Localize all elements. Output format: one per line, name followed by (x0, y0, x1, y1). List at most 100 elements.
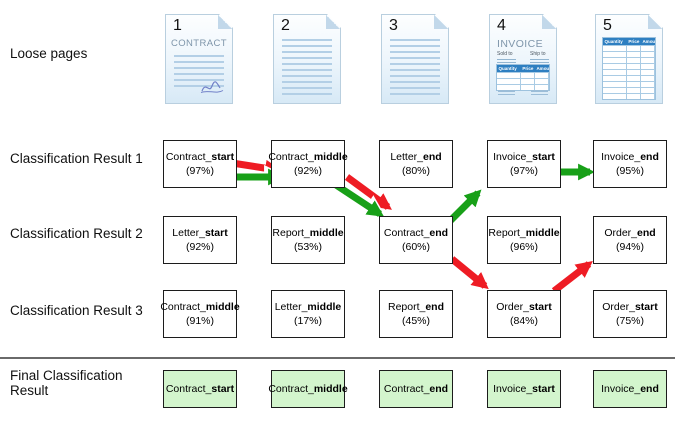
confidence: (17%) (293, 315, 322, 327)
label-suffix: end (637, 227, 656, 239)
label-suffix: start (634, 301, 658, 313)
page-fold-icon (648, 15, 662, 29)
separator-line (0, 357, 675, 359)
label-prefix: Letter_ (390, 151, 424, 163)
row-label-result-2: Classification Result 2 (10, 226, 143, 241)
label-prefix: Order_ (604, 227, 637, 239)
label-suffix: middle (313, 151, 348, 163)
ship-to-label: Ship to (530, 51, 546, 57)
amounts-table-header: Quantity Price Amount (603, 38, 655, 45)
col-amount: Amount (536, 66, 549, 71)
label-suffix: middle (205, 301, 240, 313)
result2-box-report-middle-2: Report_middle (96%) (487, 216, 561, 264)
col-quantity: Quantity (498, 66, 517, 71)
invoice-addresses: Sold to Ship to (497, 51, 549, 63)
label-suffix: end (429, 383, 449, 395)
col-amount: Amount (642, 39, 655, 44)
final-box-invoice-start: Invoice_start (487, 370, 561, 408)
label-suffix: end (640, 151, 659, 163)
confidence: (95%) (615, 165, 644, 177)
label-prefix: Report_ (488, 227, 526, 239)
label-prefix: Contract_ (160, 301, 206, 313)
label-prefix: Invoice_ (493, 151, 533, 163)
final-box-contract-end: Contract_end (379, 370, 453, 408)
label-suffix: end (429, 227, 449, 239)
page-icon-table: 5 Quantity Price Amount (595, 14, 663, 104)
sold-to-block: Sold to (497, 51, 516, 63)
page-fold-icon (434, 15, 448, 29)
confidence: (80%) (401, 165, 430, 177)
red-arrow-3-4 (449, 256, 489, 290)
result2-box-report-middle: Report_middle (53%) (271, 216, 345, 264)
final-box-contract-middle: Contract_middle (268, 370, 348, 408)
label-prefix: Contract_ (165, 383, 212, 395)
invoice-table: Quantity Price Amount (496, 64, 550, 91)
label-prefix: Invoice_ (601, 151, 641, 163)
result2-box-order-end: Order_end (94%) (593, 216, 667, 264)
page-fold-icon (542, 15, 556, 29)
page-fold-icon (218, 15, 232, 29)
row-label-final-result: Final Classification Result (10, 368, 123, 398)
final-label-line1: Final Classification (10, 368, 123, 383)
amounts-table: Quantity Price Amount (602, 37, 656, 100)
label-prefix: Contract_ (268, 151, 314, 163)
label-suffix: middle (313, 383, 348, 395)
result2-box-letter-start: Letter_start (92%) (163, 216, 237, 264)
label-suffix: start (532, 383, 555, 395)
label-prefix: Invoice_ (601, 383, 641, 395)
result3-box-report-end: Report_end (45%) (379, 290, 453, 338)
label-prefix: Order_ (496, 301, 529, 313)
col-quantity: Quantity (604, 39, 623, 44)
result3-box-letter-middle: Letter_middle (17%) (271, 290, 345, 338)
confidence: (92%) (185, 241, 214, 253)
page-icon-contract: 1 CONTRACT (165, 14, 233, 104)
invoice-title: INVOICE (497, 38, 543, 50)
label-suffix: start (532, 151, 555, 163)
label-prefix: Letter_ (274, 301, 308, 313)
confidence: (94%) (615, 241, 644, 253)
label-prefix: Contract_ (268, 383, 314, 395)
page-fold-icon (326, 15, 340, 29)
confidence: (96%) (509, 241, 538, 253)
label-suffix: start (211, 383, 235, 395)
label-prefix: Contract_ (383, 383, 430, 395)
signature-icon (199, 80, 225, 96)
confidence: (97%) (509, 165, 538, 177)
page-number: 5 (603, 17, 612, 34)
label-prefix: Invoice_ (493, 383, 533, 395)
label-suffix: end (640, 383, 659, 395)
final-label-line2: Result (10, 383, 49, 398)
page-number: 3 (389, 17, 398, 34)
confidence: (92%) (293, 165, 322, 177)
result1-box-contract-middle: Contract_middle (92%) (268, 140, 348, 188)
confidence: (91%) (185, 315, 214, 327)
label-prefix: Contract_ (165, 151, 212, 163)
label-prefix: Report_ (387, 301, 426, 313)
page-icon-invoice: 4 INVOICE Sold to Ship to Quantity Price… (489, 14, 557, 104)
confidence: (75%) (615, 315, 644, 327)
label-prefix: Contract_ (383, 227, 430, 239)
label-suffix: start (528, 301, 552, 313)
page-number: 4 (497, 17, 506, 34)
result3-box-contract-middle: Contract_middle (91%) (160, 290, 240, 338)
row-label-result-1: Classification Result 1 (10, 151, 143, 166)
confidence: (84%) (509, 315, 538, 327)
invoice-table-header: Quantity Price Amount (497, 65, 549, 72)
result1-box-contract-start: Contract_start (97%) (163, 140, 237, 188)
label-suffix: middle (309, 227, 344, 239)
label-suffix: end (425, 301, 445, 313)
confidence: (97%) (185, 165, 214, 177)
confidence: (45%) (401, 315, 430, 327)
result3-box-order-start: Order_start (84%) (487, 290, 561, 338)
label-suffix: end (423, 151, 442, 163)
green-arrow-2-3 (334, 182, 385, 217)
page-number: 2 (281, 17, 290, 34)
label-suffix: middle (307, 301, 342, 313)
contract-title: CONTRACT (171, 38, 227, 49)
confidence: (60%) (401, 241, 430, 253)
ship-to-block: Ship to (530, 51, 549, 63)
result2-box-contract-end: Contract_end (60%) (379, 216, 453, 264)
page-number: 1 (173, 17, 182, 34)
col-price: Price (628, 39, 640, 44)
